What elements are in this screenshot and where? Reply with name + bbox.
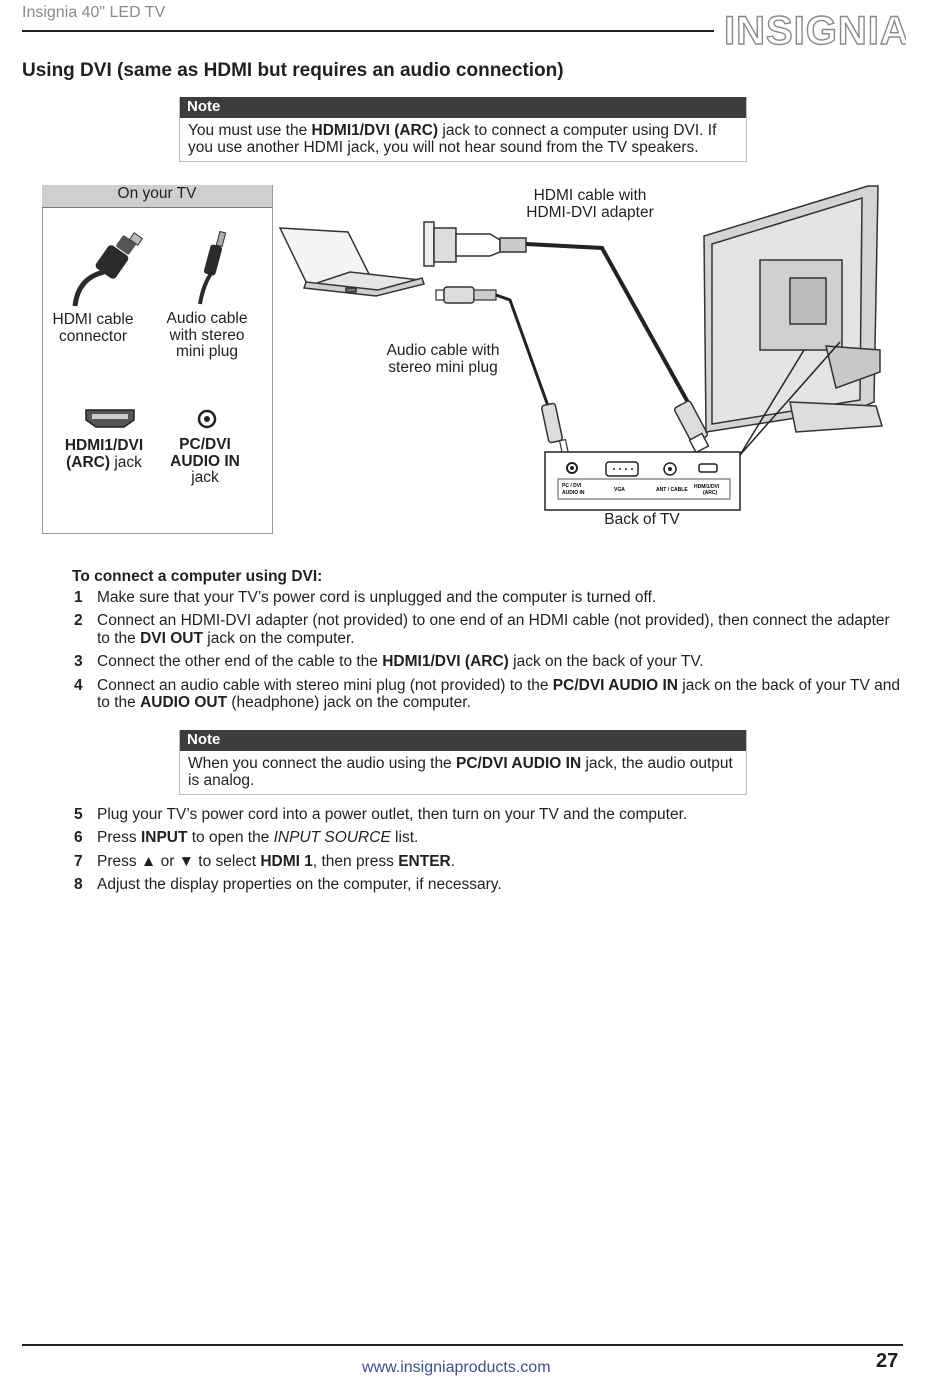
note-text: When you connect the audio using the PC/… <box>188 755 733 789</box>
audio-jack-illustration <box>197 409 217 429</box>
back-of-tv-port-panel: PC / DVI AUDIO IN VGA ANT / CABLE HDMI1/… <box>544 451 741 511</box>
svg-text:VGA: VGA <box>614 487 625 493</box>
note-text: You must use the HDMI1/DVI (ARC) jack to… <box>188 122 717 156</box>
connection-diagram: PC / DVI AUDIO IN VGA ANT / CABLE HDMI1/… <box>72 185 883 511</box>
tv-rear-illustration <box>703 185 883 433</box>
callout-line <box>739 341 841 456</box>
hdmi-jack-label: HDMI1/DVI (ARC) jack <box>64 437 144 471</box>
svg-text:PC / DVI: PC / DVI <box>562 483 582 489</box>
audio-cable-illustration <box>435 286 570 456</box>
svg-text:HDMI1/DVI: HDMI1/DVI <box>694 484 720 490</box>
hdmi-connector-illustration <box>72 232 144 307</box>
footer-rule <box>22 1344 903 1346</box>
footer-url[interactable]: www.insigniaproducts.com <box>362 1359 551 1376</box>
laptop-illustration <box>278 227 425 297</box>
back-of-tv-label: Back of TV <box>604 511 680 528</box>
running-header-title: Insignia 40" LED TV <box>22 4 166 21</box>
header-rule <box>22 30 714 32</box>
svg-text:(ARC): (ARC) <box>703 490 717 496</box>
note-label: Note <box>180 730 746 751</box>
svg-text:AUDIO IN: AUDIO IN <box>562 490 585 496</box>
svg-text:INSIGNIA: INSIGNIA <box>724 9 906 48</box>
section-title: Using DVI (same as HDMI but requires an … <box>22 60 564 81</box>
page-number: 27 <box>876 1350 899 1372</box>
callout-line <box>739 349 805 456</box>
note-box: Note When you connect the audio using th… <box>179 730 747 795</box>
steps-title: To connect a computer using DVI: <box>72 568 323 585</box>
on-your-tv-title: On your TV <box>42 185 272 208</box>
insignia-logo: INSIGNIA <box>723 8 906 48</box>
pc-dvi-audio-in-jack-label: PC/DVI AUDIO IN jack <box>170 436 240 486</box>
note-label: Note <box>180 97 746 118</box>
svg-text:ANT / CABLE: ANT / CABLE <box>656 487 688 493</box>
hdmi-dvi-adapter-illustration <box>423 221 710 454</box>
audio-plug-illustration <box>198 230 227 305</box>
hdmi-jack-illustration <box>85 409 135 428</box>
note-box: Note You must use the HDMI1/DVI (ARC) ja… <box>179 97 747 162</box>
